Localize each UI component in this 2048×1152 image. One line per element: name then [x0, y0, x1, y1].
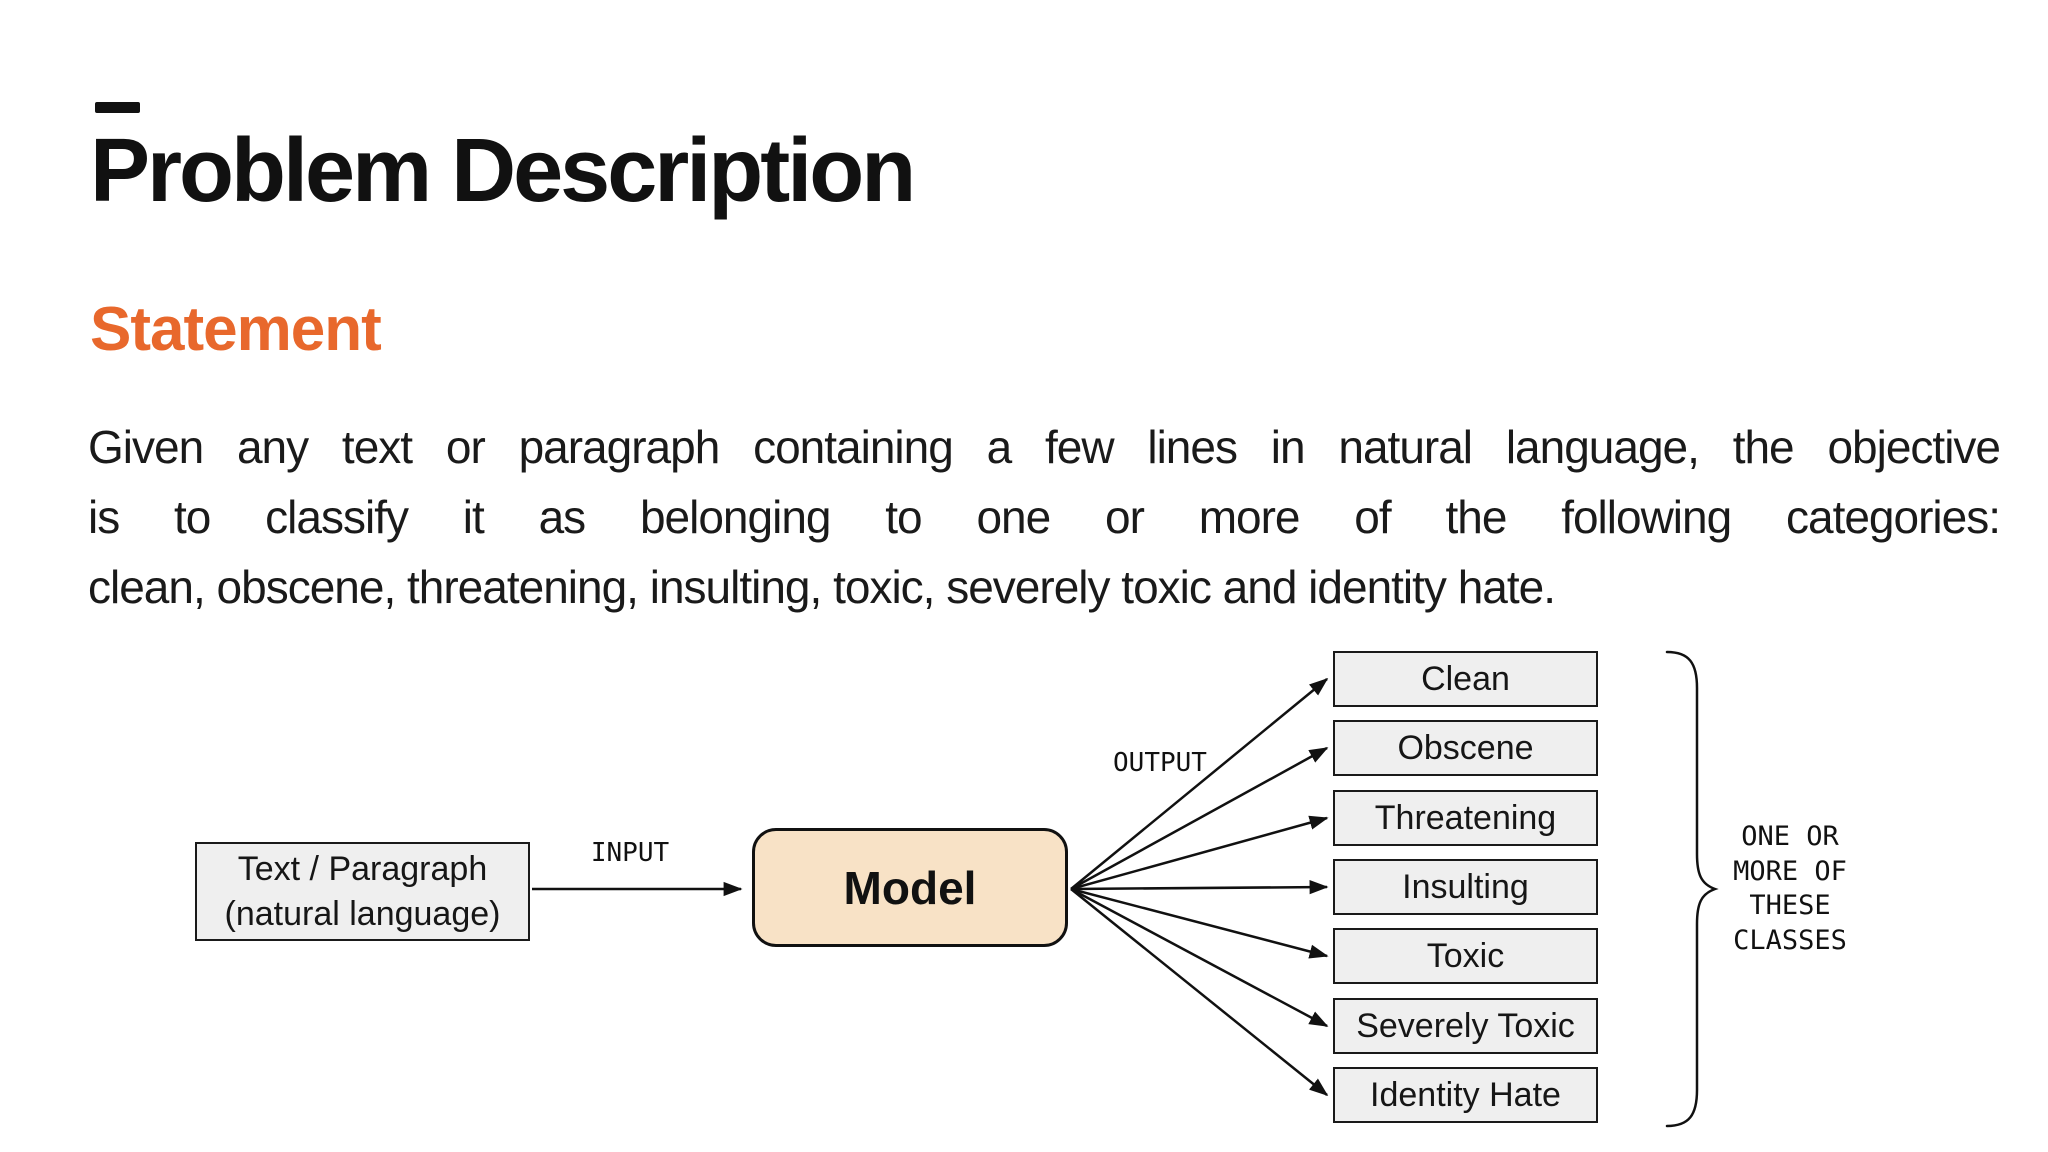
output-box-severely-toxic: Severely Toxic: [1333, 998, 1598, 1054]
output-box-label: Severely Toxic: [1356, 1006, 1575, 1045]
input-source-line-1: Text / Paragraph: [237, 849, 488, 888]
body-line-1: Given any text or paragraph containing a…: [88, 421, 2001, 473]
output-box-toxic: Toxic: [1333, 928, 1598, 984]
output-box-label: Obscene: [1397, 728, 1534, 767]
input-source-text: Text / Paragraph (natural language): [225, 847, 501, 937]
section-subtitle: Statement: [90, 295, 382, 364]
body-line-3: clean, obscene, threatening, insulting, …: [88, 561, 1556, 613]
page-title: Problem Description: [90, 121, 916, 221]
brace-note: ONE OR MORE OF THESE CLASSES: [1733, 821, 1847, 956]
output-box-identity-hate: Identity Hate: [1333, 1067, 1598, 1123]
output-box-label: Toxic: [1426, 936, 1505, 975]
output-arrow-fan: [1070, 677, 1329, 1096]
output-box-label: Clean: [1421, 659, 1510, 698]
input-source-box: Text / Paragraph (natural language): [195, 842, 530, 941]
output-label: OUTPUT: [1113, 748, 1207, 778]
output-box-label: Identity Hate: [1370, 1075, 1561, 1114]
model-box: Model: [752, 828, 1068, 947]
output-box-obscene: Obscene: [1333, 720, 1598, 776]
output-box-clean: Clean: [1333, 651, 1598, 707]
output-box-insulting: Insulting: [1333, 859, 1598, 915]
output-box-label: Threatening: [1374, 798, 1557, 837]
output-box-threatening: Threatening: [1333, 790, 1598, 846]
title-dash-accent: [95, 102, 140, 113]
input-source-line-2: (natural language): [224, 894, 501, 933]
body-paragraph: Given any text or paragraph containing a…: [88, 412, 2001, 622]
output-box-label: Insulting: [1402, 867, 1529, 906]
model-label: Model: [843, 861, 977, 914]
body-line-2: is to classify it as belonging to one or…: [88, 491, 2001, 543]
input-label: INPUT: [590, 838, 670, 868]
